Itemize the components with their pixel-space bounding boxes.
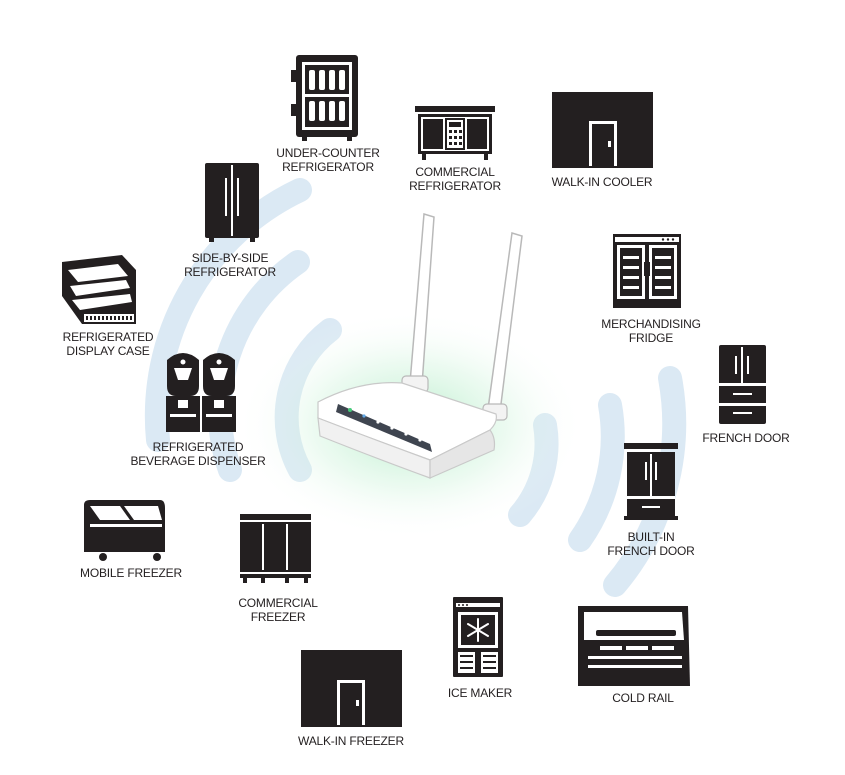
label-line: FREEZER <box>250 610 306 624</box>
wave-left-middle <box>207 250 310 482</box>
label-line: WALK-IN FREEZER <box>298 734 404 748</box>
refrigerated-display-case-icon <box>62 255 136 324</box>
label-line: ICE MAKER <box>447 686 513 700</box>
mobile-freezer-icon <box>84 500 165 561</box>
label-line: REFRIGERATED <box>152 440 244 454</box>
label-line: REFRIGERATOR <box>184 265 276 279</box>
beverage-dispenser-icon <box>166 353 236 432</box>
wine-cabinet-icon <box>291 55 358 141</box>
label-under-counter-refrigerator: UNDER-COUNTER REFRIGERATOR <box>276 146 380 174</box>
label-line: COLD RAIL <box>612 691 674 705</box>
router-led-2 <box>362 414 366 418</box>
label-line: MOBILE FREEZER <box>80 566 182 580</box>
label-line: BUILT-IN <box>627 530 675 544</box>
merchandising-fridge-icon <box>613 234 681 308</box>
label-walk-in-freezer: WALK-IN FREEZER <box>298 734 404 748</box>
commercial-freezer-icon <box>240 514 311 583</box>
router-body-side <box>429 429 496 479</box>
commercial-refrigerator-icon <box>415 106 495 160</box>
router-led-3 <box>376 420 380 424</box>
label-line: REFRIGERATOR <box>409 179 501 193</box>
label-ice-maker: ICE MAKER <box>448 686 512 700</box>
ice-maker-icon <box>453 597 503 677</box>
label-line: COMMERCIAL <box>238 596 318 610</box>
wifi-router-icon <box>235 213 585 540</box>
label-line: COMMERCIAL <box>415 165 495 179</box>
label-mobile-freezer: MOBILE FREEZER <box>80 566 182 580</box>
label-line: REFRIGERATED <box>62 330 154 344</box>
walk-in-freezer-icon <box>301 650 402 727</box>
label-merchandising-fridge: MERCHANDISING FRIDGE <box>601 317 701 345</box>
cold-rail-icon <box>578 606 690 686</box>
label-side-by-side-refrigerator: SIDE-BY-SIDE REFRIGERATOR <box>184 251 276 279</box>
label-commercial-refrigerator: COMMERCIAL REFRIGERATOR <box>409 165 501 193</box>
label-refrigerated-display-case: REFRIGERATED DISPLAY CASE <box>63 330 154 358</box>
label-line: MERCHANDISING <box>601 317 701 331</box>
label-refrigerated-beverage-dispenser: REFRIGERATED BEVERAGE DISPENSER <box>130 440 265 468</box>
side-by-side-refrigerator-icon <box>205 163 259 242</box>
router-led-5 <box>404 432 408 436</box>
label-line: BEVERAGE DISPENSER <box>130 454 266 468</box>
label-line: DISPLAY CASE <box>66 344 150 358</box>
router-led-1 <box>348 408 352 412</box>
label-cold-rail: COLD RAIL <box>612 691 674 705</box>
wave-right-middle <box>568 393 625 552</box>
label-line: FRIDGE <box>628 331 674 345</box>
label-line: FRENCH DOOR <box>702 431 790 445</box>
label-line: UNDER-COUNTER <box>276 146 380 160</box>
router-panel <box>336 404 432 452</box>
label-line: WALK-IN COOLER <box>551 175 653 189</box>
walk-in-cooler-icon <box>552 92 653 168</box>
label-line: FRENCH DOOR <box>607 544 695 558</box>
built-in-french-door-icon <box>624 443 678 520</box>
label-walk-in-cooler: WALK-IN COOLER <box>552 175 653 189</box>
wave-left-outer <box>144 178 312 452</box>
label-commercial-freezer: COMMERCIAL FREEZER <box>238 596 318 624</box>
label-built-in-french-door: BUILT-IN FRENCH DOOR <box>607 530 694 558</box>
label-line: REFRIGERATOR <box>282 160 374 174</box>
french-door-fridge-icon <box>719 345 766 424</box>
label-french-door: FRENCH DOOR <box>702 431 789 445</box>
label-line: SIDE-BY-SIDE <box>191 251 269 265</box>
router-led-4 <box>390 426 394 430</box>
router-led-6 <box>418 438 422 442</box>
